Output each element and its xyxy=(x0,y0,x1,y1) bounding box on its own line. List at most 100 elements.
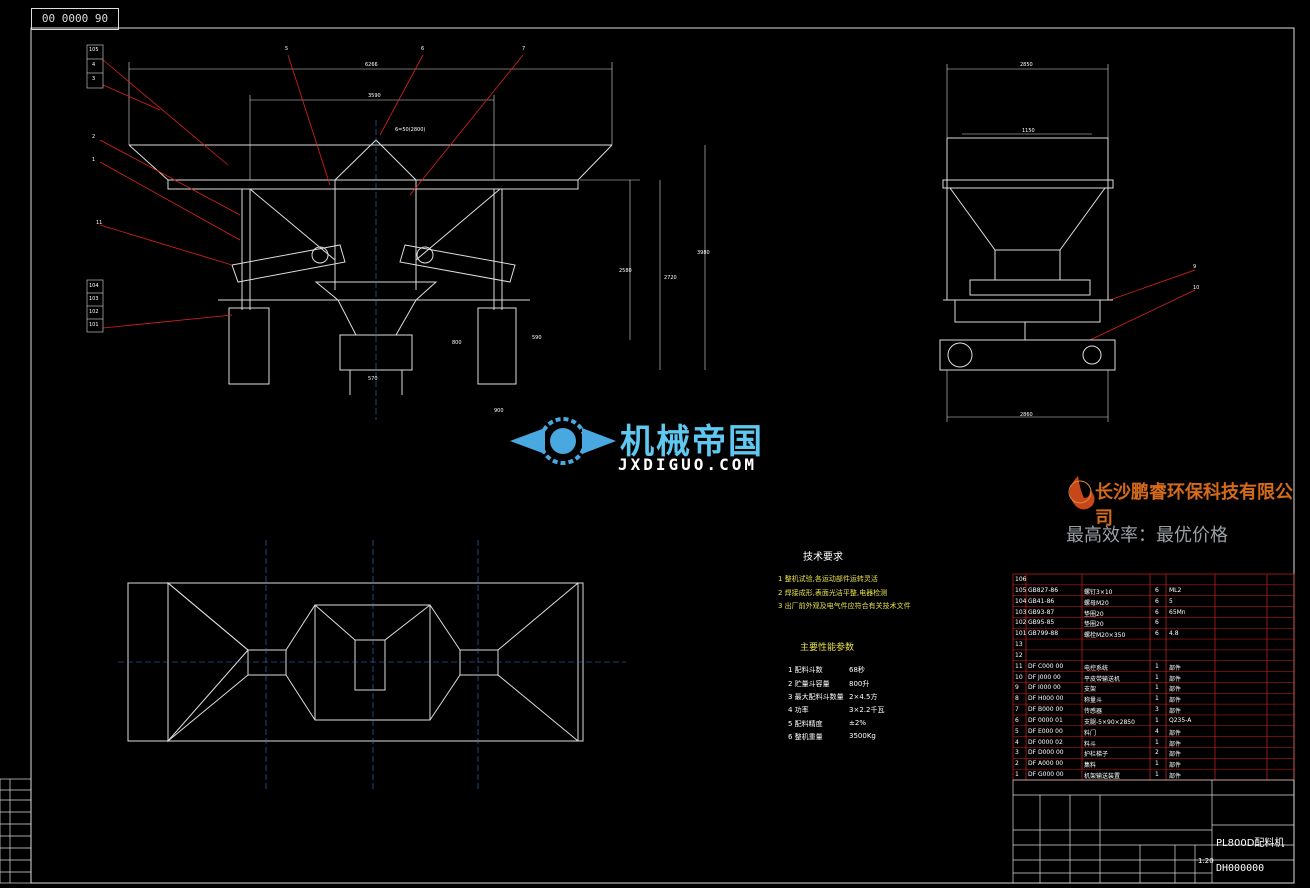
bom-cell-qty: 6 xyxy=(1155,608,1159,616)
spec-label: 2 贮量斗容量 xyxy=(788,680,830,688)
dim-legs-h1: 800 xyxy=(452,340,462,346)
brand-url: JXDIGUO.COM xyxy=(618,455,757,474)
bom-cell-qty: 6 xyxy=(1155,630,1159,638)
callout-label: 101 xyxy=(89,322,99,328)
dim-top-inner: 3590 xyxy=(368,93,381,99)
title-block-drawing-no: DH000000 xyxy=(1216,863,1265,874)
bom-cell-mat: 5 xyxy=(1169,597,1173,605)
bom-cell-name: 料门 xyxy=(1084,729,1097,737)
bom-cell-mat: 65Mn xyxy=(1169,608,1186,616)
spec-value: ±2% xyxy=(849,719,866,727)
callout-label: 7 xyxy=(522,46,526,52)
bom-cell-qty: 1 xyxy=(1155,716,1159,724)
bom-cell-mat: ML2 xyxy=(1169,586,1182,594)
company-flame-logo xyxy=(1068,476,1095,510)
bom-cell-code: DF 0000 01 xyxy=(1028,716,1063,724)
spec-value: 3×2.2千瓦 xyxy=(849,706,885,714)
bom-cell-code: DF E000 00 xyxy=(1028,727,1063,735)
drawing-code-box: 00 0000 90 xyxy=(31,8,119,30)
bom-cell-no: 11 xyxy=(1015,662,1023,670)
bom-cell-no: 103 xyxy=(1015,608,1027,616)
bom-cell-no: 1 xyxy=(1015,771,1019,779)
bom-cell-code: DF A000 00 xyxy=(1028,760,1064,768)
bom-cell-qty: 1 xyxy=(1155,684,1159,692)
spec-label: 5 配料精度 xyxy=(788,720,823,728)
dim-height-low: 2580 xyxy=(619,268,632,274)
drawing-border xyxy=(30,27,1295,884)
spec-label: 6 整机重量 xyxy=(788,733,823,741)
dim-base-w2: 900 xyxy=(494,408,504,414)
bom-cell-qty: 4 xyxy=(1155,727,1159,735)
bom-cell-qty: 1 xyxy=(1155,695,1159,703)
side-view xyxy=(939,137,1116,371)
bom-cell-qty: 1 xyxy=(1155,760,1159,768)
dim-height-mid: 2720 xyxy=(664,275,677,281)
bom-cell-mat: 部件 xyxy=(1169,697,1182,705)
bom-cell-code: DF J000 00 xyxy=(1028,673,1061,681)
bom-cell-no: 8 xyxy=(1015,695,1019,703)
bom-cell-mat: 部件 xyxy=(1169,762,1182,770)
spec-value: 3500Kg xyxy=(849,732,876,740)
bom-cell-code: GB827-86 xyxy=(1028,586,1059,594)
bom-cell-no: 3 xyxy=(1015,749,1019,757)
callout-label: 1 xyxy=(92,157,96,163)
bom-cell-name: 机架输送装置 xyxy=(1084,773,1121,781)
bom-cell-name: 电控系统 xyxy=(1084,664,1109,672)
dim-height-total: 3980 xyxy=(697,250,710,256)
callout-label: 102 xyxy=(89,309,99,315)
spec-label: 4 功率 xyxy=(788,706,809,714)
brand-name: 机械帝国 xyxy=(620,422,764,462)
dim-slope-note: 6=50(2800) xyxy=(395,127,426,133)
bom-cell-mat: 部件 xyxy=(1169,664,1182,672)
bom-cell-no: 13 xyxy=(1015,641,1023,649)
callout-label: 5 xyxy=(285,46,289,52)
spec-value: 800升 xyxy=(849,680,870,688)
bom-cell-name: 料斗 xyxy=(1084,740,1097,748)
bom-cell-no: 10 xyxy=(1015,673,1023,681)
bom-cell-code: GB93-87 xyxy=(1028,608,1055,616)
front-view-dimensions xyxy=(128,62,706,370)
bom-cell-no: 12 xyxy=(1015,651,1023,659)
callout-label: 6 xyxy=(421,46,425,52)
dim-base-w: 570 xyxy=(368,376,378,382)
title-block-scale: 1:20 xyxy=(1198,857,1214,865)
front-view xyxy=(128,139,613,395)
tech-requirement-3: 3 出厂前外观及电气件应符合有关技术文件 xyxy=(778,602,911,610)
bom-cell-code: DF 0000 02 xyxy=(1028,738,1063,746)
bom-cell-code: DF D000 00 xyxy=(1028,749,1064,757)
bom-cell-no: 101 xyxy=(1015,630,1027,638)
bom-cell-name: 螺栓M20×350 xyxy=(1084,632,1126,640)
callout-label: 105 xyxy=(89,47,99,53)
tech-requirement-2: 2 焊接成形,表面光洁平整,电器检测 xyxy=(778,589,888,597)
spec-row: 5 配料精度 ±2% xyxy=(788,719,866,729)
bom-cell-no: 2 xyxy=(1015,760,1019,768)
top-view-centerlines xyxy=(118,120,626,792)
brand-logo-emblem xyxy=(510,417,616,465)
bom-cell-name: 护栏梯子 xyxy=(1084,751,1109,759)
bom-cell-no: 106 xyxy=(1015,576,1027,583)
title-block-product: PL800D配料机 xyxy=(1216,838,1285,849)
dim-side-inner: 1150 xyxy=(1022,128,1035,134)
bom-cell-code: DF G000 00 xyxy=(1028,771,1064,779)
bom-cell-name: 支腿-5×90×2850 xyxy=(1084,718,1135,726)
title-block-grid xyxy=(1012,779,1295,884)
bom-cell-mat: 部件 xyxy=(1169,729,1182,737)
spec-label: 1 配料斗数 xyxy=(788,666,823,674)
bom-cell-name: 平皮带输送机 xyxy=(1084,675,1121,683)
bom-cell-mat: 部件 xyxy=(1169,686,1182,694)
bom-cell-name: 传感器 xyxy=(1084,708,1103,716)
spec-row: 2 贮量斗容量 800升 xyxy=(788,679,869,689)
bom-cell-mat: 部件 xyxy=(1169,675,1182,683)
bom-cell-name: 支架 xyxy=(1084,686,1097,694)
bom-cell-no: 5 xyxy=(1015,727,1019,735)
callout-label: 4 xyxy=(92,62,96,68)
bom-cell-no: 6 xyxy=(1015,716,1019,724)
bom-cell-qty: 1 xyxy=(1155,738,1159,746)
bom-cell-code: GB41-86 xyxy=(1028,597,1055,605)
bom-cell-mat: 4.8 xyxy=(1169,630,1179,638)
bom-cell-qty: 1 xyxy=(1155,662,1159,670)
side-view-dimensions xyxy=(946,64,1109,422)
bom-cell-code: DF I000 00 xyxy=(1028,684,1061,692)
